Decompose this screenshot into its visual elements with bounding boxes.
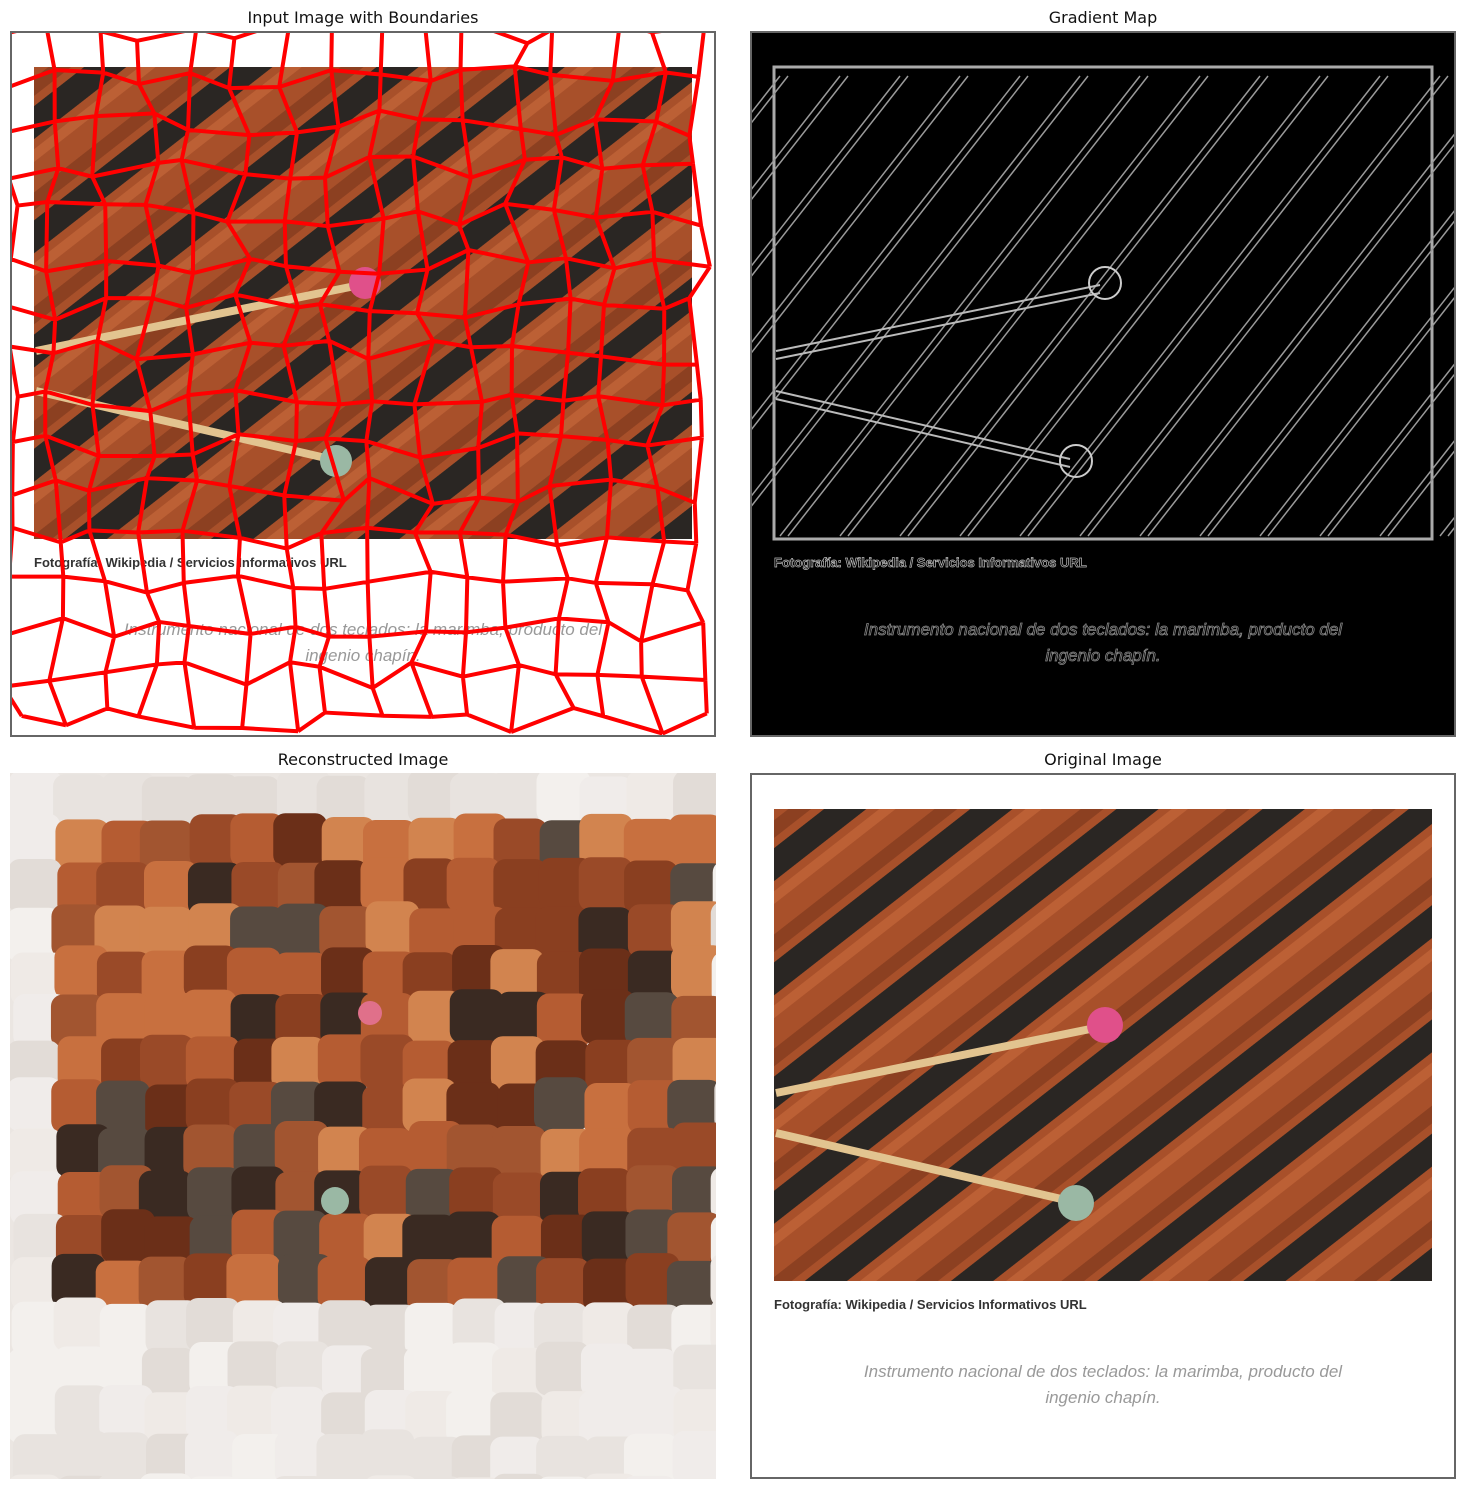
panel-title-original: Original Image — [1044, 750, 1162, 769]
original-caption-2: ingenio chapín. — [1045, 1388, 1160, 1407]
original-caption-1: Instrumento nacional de dos teclados: la… — [864, 1362, 1343, 1381]
panel-title-reconstructed: Reconstructed Image — [277, 750, 449, 769]
superpixel-cells — [10, 773, 716, 1479]
reconstructed-panel — [10, 773, 716, 1479]
gradient-caption-2: ingenio chapín. — [1045, 646, 1160, 665]
photo-caption-2: ingenio chapín. — [305, 646, 420, 665]
gradient-credit: Fotografía: Wikipedia / Servicios Inform… — [774, 555, 1087, 570]
gradient-caption-1: Instrumento nacional de dos teclados: la… — [864, 620, 1343, 639]
green-mallet — [1058, 1185, 1094, 1221]
original-credit: Fotografía: Wikipedia / Servicios Inform… — [774, 1297, 1087, 1312]
photo-credit: Fotografía: Wikipedia / Servicios Inform… — [34, 555, 347, 570]
original-panel: Fotografía: Wikipedia / Servicios Inform… — [750, 773, 1456, 1479]
original-image: Fotografía: Wikipedia / Servicios Inform… — [750, 773, 1456, 1479]
reconstructed-image — [10, 773, 716, 1479]
input-boundaries-image: Fotografía: Wikipedia / Servicios Inform… — [10, 31, 716, 737]
panel-title-input: Input Image with Boundaries — [247, 8, 479, 27]
input-boundaries-panel: Fotografía: Wikipedia / Servicios Inform… — [10, 31, 716, 737]
marimba-photo — [774, 809, 1432, 1281]
gradient-map-image: Fotografía: Wikipedia / Servicios Inform… — [750, 31, 1456, 737]
gradient-map-panel: Fotografía: Wikipedia / Servicios Inform… — [750, 31, 1456, 737]
marimba-photo-area — [34, 67, 692, 539]
superpixel-boundaries — [10, 31, 712, 736]
panel-title-gradient: Gradient Map — [1048, 8, 1158, 27]
pink-mallet — [1087, 1007, 1123, 1043]
